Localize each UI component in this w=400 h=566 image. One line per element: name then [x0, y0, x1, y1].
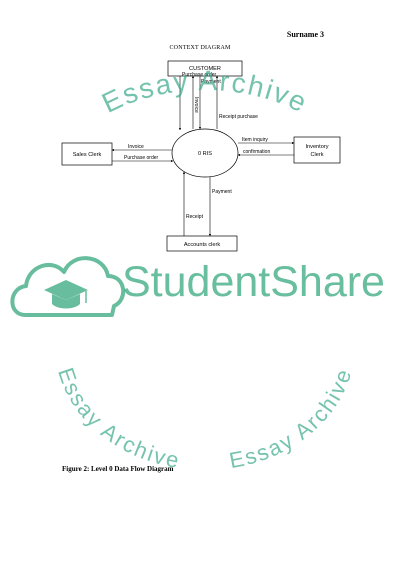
label-payment-top: Payment	[201, 79, 221, 85]
label-payment-bottom: Payment	[212, 189, 232, 195]
inventory-clerk-entity: Inventory Clerk	[293, 136, 341, 164]
watermark-tagline-bottom-right: Essay Archive	[227, 365, 355, 474]
ris-process-label: 0 RIS	[198, 151, 212, 157]
label-purchase-order-top: Purchase order	[182, 72, 217, 78]
accounts-clerk-entity: Accounts clerk	[166, 235, 238, 252]
inventory-clerk-label-line1: Inventory	[305, 144, 328, 150]
svg-text:Essay Archive: Essay Archive	[97, 65, 313, 119]
label-purchase-order-left: Purchase order	[124, 155, 159, 161]
customer-entity: CUSTOMER	[167, 60, 243, 77]
accounts-clerk-label: Accounts clerk	[184, 242, 221, 248]
diagram-title: CONTEXT DIAGRAM	[169, 45, 231, 51]
label-receipt-purchase: Receipt purchase	[219, 114, 258, 120]
cloud-icon	[10, 256, 125, 317]
figure-caption: Figure 2: Level 0 Data Flow Diagram	[62, 465, 174, 473]
page-header: Surname 3	[286, 30, 324, 39]
sales-clerk-entity: Sales Clerk	[61, 142, 113, 166]
svg-text:Essay Archive: Essay Archive	[227, 365, 357, 474]
label-invoice-left: Invoice	[128, 144, 144, 150]
watermark-tagline-top: Essay Archive	[97, 65, 311, 119]
watermark-tagline-bottom-left: Essay Archive	[53, 364, 181, 473]
customer-label: CUSTOMER	[189, 66, 221, 72]
ris-process: 0 RIS	[171, 128, 239, 178]
watermark-arc-bottom: Essay Archive Essay Archive	[53, 364, 357, 474]
label-invoice-vertical: Invoice	[193, 97, 199, 113]
sales-clerk-label: Sales Clerk	[73, 152, 102, 158]
graduation-cap-icon	[44, 280, 88, 309]
label-receipt-bottom: Receipt	[186, 214, 204, 220]
label-confirmation: confirmation	[243, 149, 270, 155]
studentshare-brand: StudentShare	[122, 258, 385, 306]
svg-text:Essay Archive: Essay Archive	[53, 364, 183, 473]
watermark-arc-top: Essay Archive	[97, 65, 313, 119]
inventory-clerk-label-line2: Clerk	[310, 152, 323, 158]
label-item-inquiry: Item inquiry	[242, 137, 268, 143]
studentshare-logo	[10, 256, 125, 317]
